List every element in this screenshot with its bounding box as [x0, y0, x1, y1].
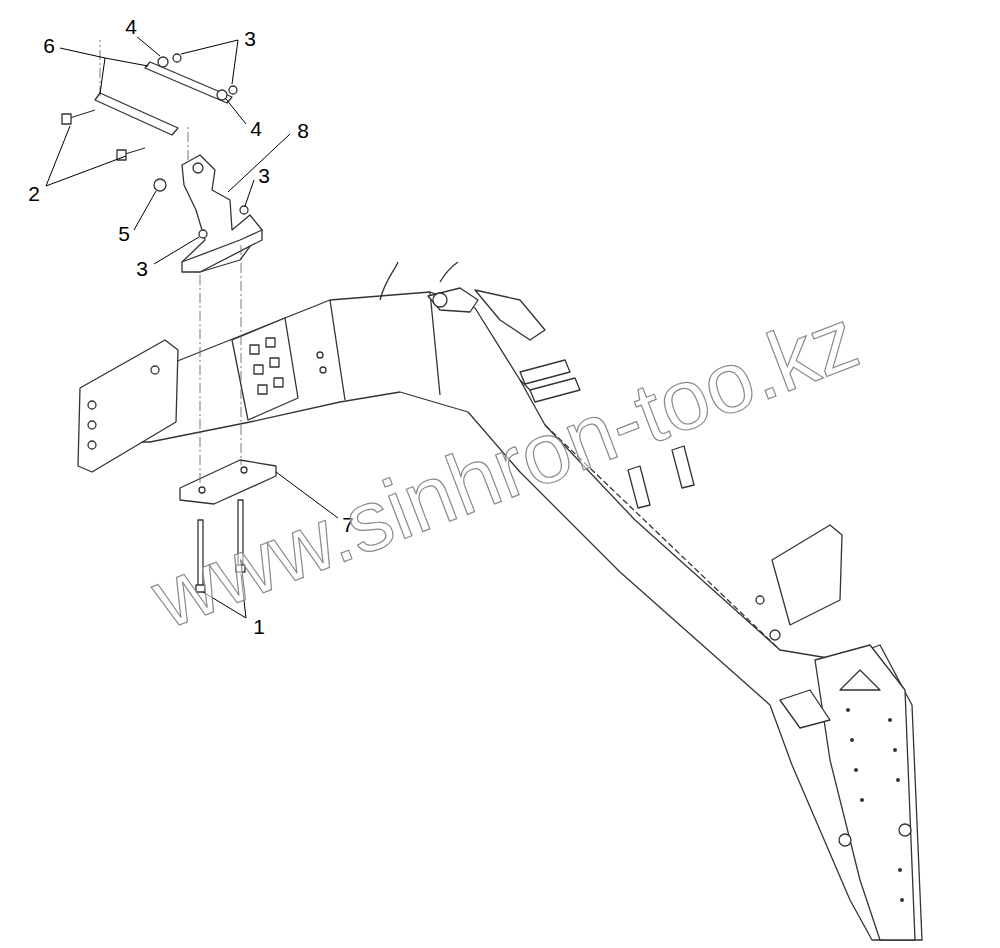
callout-number: 3 [135, 258, 149, 279]
bolt [70, 110, 95, 118]
hole [258, 385, 267, 394]
callout-number: 5 [117, 223, 131, 244]
cross-bar [520, 360, 570, 384]
hole [756, 596, 764, 604]
leader-line [228, 134, 290, 192]
leader-line [60, 48, 105, 58]
callout-number: 3 [243, 28, 257, 49]
arrow-mark [840, 670, 880, 690]
hole [270, 358, 279, 367]
side-plate [772, 525, 842, 625]
pin [839, 834, 851, 846]
part-6-plate [145, 62, 232, 103]
boom [100, 292, 922, 940]
centre-line [200, 275, 201, 485]
hole [199, 487, 205, 493]
knee-bracket [428, 288, 478, 312]
part-8-base [182, 230, 262, 272]
nut [173, 54, 181, 62]
hole [320, 367, 326, 373]
callout-number: 4 [249, 118, 263, 139]
part-5-bushing [154, 179, 166, 191]
centre-line [241, 245, 242, 465]
leader-line [46, 156, 126, 186]
hole [88, 421, 96, 429]
callout-number: 2 [27, 183, 41, 204]
bracket [628, 466, 650, 508]
hole [274, 378, 283, 387]
pin [433, 293, 447, 307]
part-8-bracket [182, 155, 262, 272]
hole [770, 630, 780, 640]
bolt [125, 148, 145, 154]
leader-line [245, 180, 254, 206]
callout-number: 6 [42, 35, 56, 56]
knee-bracket [475, 290, 545, 340]
hole [250, 345, 259, 354]
leader-line [226, 99, 246, 124]
callout-number: 3 [257, 165, 271, 186]
leader-line [134, 191, 156, 230]
leader-line [100, 58, 105, 94]
washer [158, 57, 168, 67]
centre-line [100, 40, 101, 96]
hole [88, 401, 96, 409]
leader-line [105, 58, 148, 66]
hole [266, 338, 275, 347]
leader-line [232, 40, 238, 84]
bracket [672, 446, 694, 488]
washer [217, 90, 227, 100]
callout-number: 8 [296, 120, 310, 141]
callout-number: 4 [124, 16, 138, 37]
pin [899, 824, 911, 836]
callout-number: 1 [252, 616, 266, 637]
nut [240, 206, 248, 214]
mount-pad [232, 318, 298, 420]
hole [241, 467, 247, 473]
hole [317, 352, 323, 358]
end-plate [78, 340, 178, 472]
leader-line [46, 126, 70, 186]
nut [229, 86, 237, 94]
leader-line [181, 40, 238, 54]
hole [88, 441, 96, 449]
side-plate [780, 690, 830, 728]
hole [193, 163, 203, 173]
hole [254, 365, 263, 374]
hole [151, 366, 159, 374]
leader-line [136, 36, 160, 56]
part-6-plate [95, 93, 178, 135]
leader-line [154, 237, 199, 264]
centre-line [188, 125, 189, 160]
part-7-plate [180, 460, 276, 504]
nut [199, 230, 207, 238]
boom-edge [330, 300, 345, 400]
hose [380, 262, 458, 300]
side-plate [815, 645, 915, 940]
bolt-head [62, 114, 71, 124]
